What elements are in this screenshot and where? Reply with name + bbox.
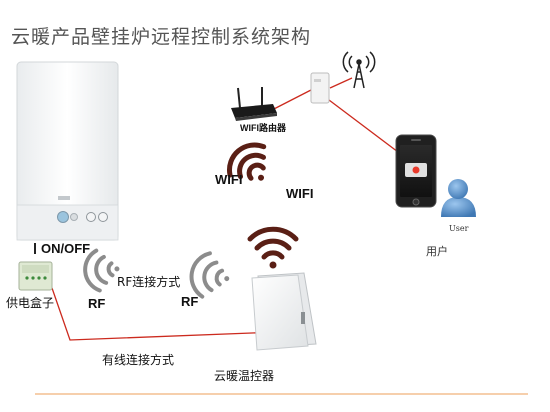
thermostat-side-button	[301, 312, 305, 324]
wifi-signal-icon-router	[227, 142, 267, 181]
wifi-router-device	[231, 87, 277, 121]
access-point-device	[310, 72, 330, 104]
user-label: 用户	[426, 245, 448, 258]
page-title: 云暖产品壁挂炉远程控制系统架构	[11, 26, 312, 48]
power-box-label: 供电盒子	[6, 296, 55, 310]
user-badge-label: User	[449, 224, 469, 233]
rf-signal-icon-right	[189, 251, 230, 299]
wired-connection-label: 有线连接方式	[102, 353, 175, 367]
smartphone-device	[395, 134, 437, 208]
rf-right-label: RF	[181, 294, 199, 309]
power-box-device	[18, 261, 53, 291]
rf-connection-label: RF连接方式	[117, 275, 181, 289]
rf-signal-icon-left	[83, 248, 120, 293]
thermostat-device	[251, 272, 317, 351]
boiler-logo-plate	[58, 196, 70, 200]
wifi-router-label: WIFI路由器	[240, 123, 286, 133]
router-to-ap-line	[269, 89, 312, 112]
thermostat-label: 云暖温控器	[214, 369, 275, 383]
wired-connection-line	[51, 287, 279, 341]
wall-boiler	[16, 61, 119, 241]
wifi-signal-icon-thermostat	[247, 226, 299, 269]
app-logo-icon	[412, 166, 420, 174]
ap-to-tower-line	[329, 77, 353, 89]
on-off-indicator-bar	[34, 243, 36, 254]
cell-tower-icon	[342, 51, 376, 89]
wifi-right-label: WIFI	[286, 186, 314, 201]
user-icon	[441, 179, 476, 217]
connection-lines	[51, 77, 407, 341]
on-off-label: ON/OFF	[41, 241, 91, 256]
boiler-control-panel	[57, 211, 108, 223]
wifi-left-label: WIFI	[215, 172, 243, 187]
ap-to-phone-line	[328, 99, 407, 159]
rf-left-label: RF	[88, 296, 106, 311]
